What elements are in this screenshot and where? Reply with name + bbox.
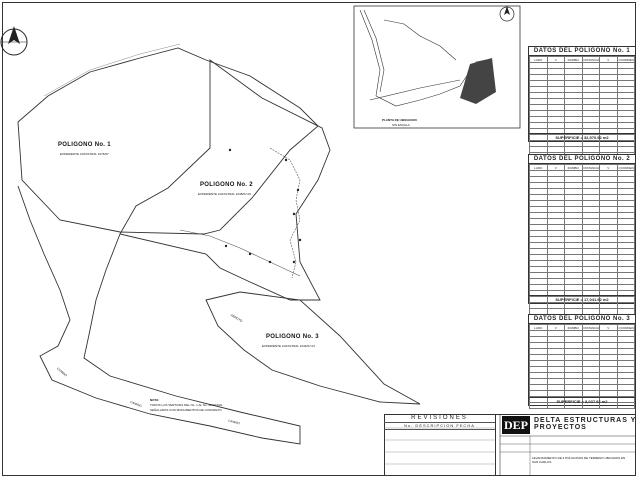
firm-name: DELTA ESTRUCTURAS Y PROYECTOS	[534, 417, 637, 431]
revisions-header: No. DESCRIPCION FECHA	[384, 423, 495, 430]
table-row	[529, 402, 635, 409]
note-line: SEÑALADOS CON MONUMENTOS DE CONCRETO	[150, 408, 222, 412]
location-plan-title: PLANTA DE UBICACION	[382, 118, 417, 122]
polygon-2-sub: EXPEDIENTE CATASTRAL 1038/97-03	[198, 192, 251, 196]
south-lobe-boundary	[17, 185, 301, 445]
polygon-2-boundary	[119, 59, 331, 301]
table-surface: SUPERFICIE = 17,041.92 m2	[529, 295, 635, 303]
table-row	[529, 366, 635, 373]
table-surface: SUPERFICIE = 32,570.92 m2	[529, 133, 635, 141]
coordinate-table: LADOVRUMBODISTANCIAVCOORDENADAS	[529, 56, 635, 159]
table-row	[529, 254, 635, 261]
revisions-title: REVISIONES	[384, 414, 495, 423]
table-cell	[616, 402, 635, 409]
polygon-3-sub: EXPEDIENTE CATASTRAL 1044/97-01	[262, 344, 315, 348]
note-title: NOTA:	[150, 398, 160, 402]
road-line-2	[43, 43, 181, 97]
table-row	[529, 104, 635, 111]
note-line: TODOS LOS VERTICES DEL No. 1 AL No. 40 E…	[150, 403, 223, 407]
location-plan-sub: SIN ESCALA	[392, 123, 410, 127]
polygon-2-label: POLIGONO No. 2	[200, 182, 253, 188]
polygon-1-boundary	[17, 47, 319, 235]
coordinate-table: LADOVRUMBODISTANCIAVCOORDENADAS	[529, 324, 635, 409]
table-surface: SUPERFICIE = 8,037.92 m2	[529, 397, 635, 405]
table-title: DATOS DEL POLIGONO No. 3	[529, 315, 635, 324]
polygon-1-sub: EXPEDIENTE CATASTRAL 1076/97	[60, 152, 109, 156]
title-block	[384, 414, 636, 476]
location-site-marker	[460, 58, 496, 104]
firm-logo: DEP	[502, 416, 530, 434]
revisions-box: REVISIONES No. DESCRIPCION FECHA	[384, 414, 496, 476]
table-title: DATOS DEL POLIGONO No. 2	[529, 155, 635, 164]
coordinate-table: LADOVRUMBODISTANCIAVCOORDENADAS	[529, 164, 635, 315]
project-description: LEVANTAMIENTO DE 3 POLIGONOS DE TERRENO …	[532, 456, 626, 464]
table-title: DATOS DEL POLIGONO No. 1	[529, 47, 635, 56]
road-line	[179, 229, 301, 277]
location-plan-frame	[353, 5, 521, 129]
creek-line	[269, 147, 301, 279]
polygon-1-label: POLIGONO No. 1	[58, 142, 111, 148]
north-arrow-icon	[0, 26, 28, 56]
polygon-3-boundary	[205, 291, 421, 405]
table-row	[529, 74, 635, 81]
polygon-3-label: POLIGONO No. 3	[266, 334, 319, 340]
table-row	[529, 122, 635, 129]
location-north-icon	[499, 6, 515, 22]
